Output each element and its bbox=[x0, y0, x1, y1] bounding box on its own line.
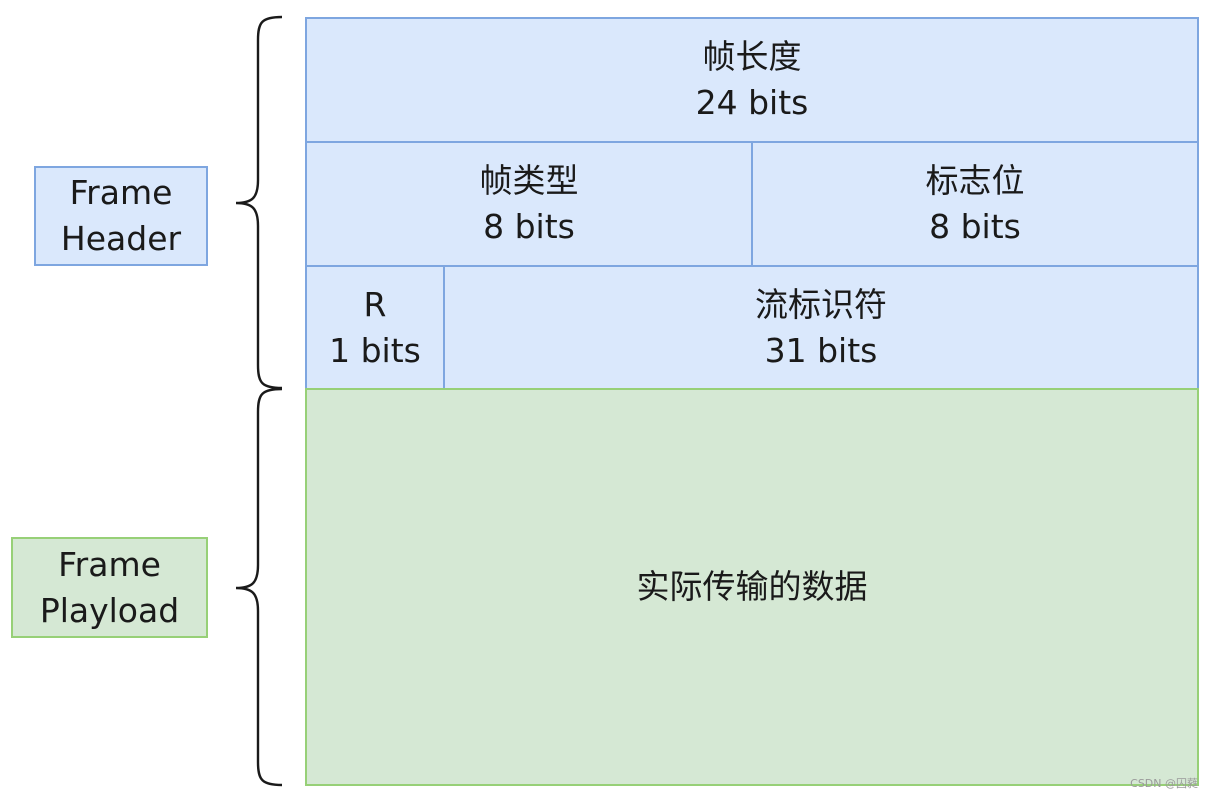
field-stream-id-size: 31 bits bbox=[764, 330, 878, 370]
frame-header-label: Frame Header bbox=[34, 166, 208, 266]
frame-header-label-line2: Header bbox=[60, 219, 182, 258]
frame-payload-label-line1: Frame bbox=[58, 544, 161, 584]
frame-payload-label: Frame Playload bbox=[11, 537, 208, 638]
field-reserved-name: R bbox=[363, 284, 387, 324]
field-payload: 实际传输的数据 bbox=[305, 388, 1199, 786]
field-frame-type-name: 帧类型 bbox=[479, 161, 579, 200]
field-frame-type-size: 8 bits bbox=[483, 207, 575, 246]
field-reserved-size: 1 bits bbox=[329, 330, 421, 370]
field-stream-id-name: 流标识符 bbox=[755, 284, 887, 324]
field-frame-length-name: 帧长度 bbox=[702, 37, 802, 76]
field-frame-type: 帧类型 8 bits bbox=[305, 141, 753, 267]
header-brace bbox=[235, 15, 283, 390]
field-stream-id: 流标识符 31 bits bbox=[443, 265, 1199, 390]
frame-header-label-line1: Frame bbox=[69, 173, 173, 212]
field-flags-size: 8 bits bbox=[929, 207, 1021, 246]
field-frame-length-size: 24 bits bbox=[695, 83, 809, 122]
field-reserved: R 1 bits bbox=[305, 265, 445, 390]
frame-payload-label-line2: Playload bbox=[39, 590, 180, 630]
payload-brace bbox=[235, 387, 283, 787]
field-flags-name: 标志位 bbox=[925, 161, 1025, 200]
field-payload-name: 实际传输的数据 bbox=[636, 567, 868, 606]
watermark: CSDN @囚蕤 bbox=[1130, 777, 1198, 790]
field-flags: 标志位 8 bits bbox=[751, 141, 1199, 267]
field-frame-length: 帧长度 24 bits bbox=[305, 17, 1199, 143]
